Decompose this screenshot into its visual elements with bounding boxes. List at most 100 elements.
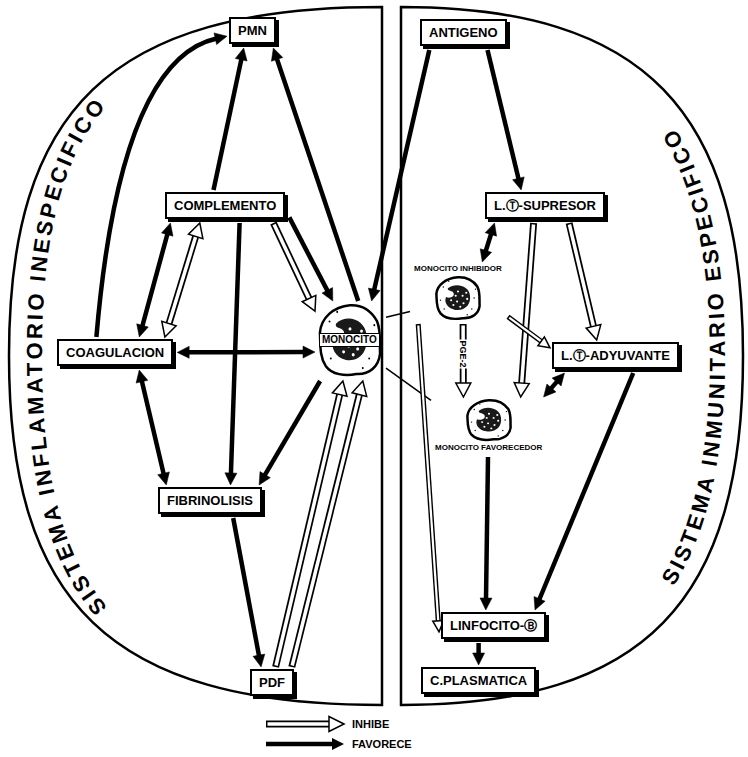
nucleus-speckle xyxy=(356,347,359,350)
nucleus-speckle xyxy=(342,350,345,353)
arrowhead xyxy=(480,249,491,262)
legend-text: FAVORECE xyxy=(352,738,412,751)
nucleus-speckle xyxy=(481,421,483,423)
connector xyxy=(473,643,485,665)
nucleus-speckle xyxy=(452,304,454,306)
arrowhead xyxy=(189,223,203,239)
cytoplasm-dot xyxy=(473,409,474,410)
cytoplasm-dot xyxy=(440,300,441,301)
process-box: PMN xyxy=(229,17,276,44)
connector xyxy=(508,317,550,348)
arrowhead xyxy=(485,223,496,236)
inhibit-sample xyxy=(266,717,344,732)
connector-line xyxy=(96,39,216,338)
arrowhead xyxy=(538,337,550,348)
cytoplasm-dot xyxy=(474,430,475,431)
nucleus-speckle xyxy=(485,417,487,419)
nucleus-speckle xyxy=(497,420,499,422)
connector-line xyxy=(569,223,594,328)
connector-line xyxy=(276,393,340,667)
connector xyxy=(480,457,492,610)
cytoplasm-dot xyxy=(361,367,363,369)
sample-band-inner xyxy=(268,722,333,726)
sample-line xyxy=(266,742,333,747)
connector xyxy=(569,223,601,340)
arrowhead xyxy=(214,33,227,45)
arrowhead xyxy=(137,324,149,337)
connector xyxy=(418,324,444,632)
cytoplasm-dot xyxy=(479,403,480,404)
cytoplasm-dot xyxy=(475,289,476,290)
nucleus-speckle xyxy=(459,306,461,308)
arrowhead xyxy=(162,223,174,236)
nucleus-speckle xyxy=(487,422,489,424)
system-region: SISTEMA INMUNITARIO ESPECIFICOANTIGENOL.… xyxy=(400,6,745,706)
connector xyxy=(292,381,367,667)
box-label: ANTIGENO xyxy=(429,25,498,40)
process-box: COAGULACION xyxy=(57,339,173,366)
connector-line xyxy=(233,518,259,656)
process-box: PDF xyxy=(250,669,294,696)
connector-line-inner xyxy=(292,395,359,666)
nucleus-speckle xyxy=(457,290,459,292)
connector xyxy=(289,217,333,301)
edge-label: PGE-2 xyxy=(457,340,469,369)
legend-samples xyxy=(262,714,348,754)
cell-nucleus xyxy=(445,285,470,310)
cell-label: MONOCITO xyxy=(319,333,380,347)
cytoplasm-dot xyxy=(502,430,503,431)
connector xyxy=(276,381,347,667)
nucleus-speckle xyxy=(450,299,452,301)
nucleus-speckle xyxy=(462,295,464,297)
arrowhead xyxy=(235,48,247,61)
nucleus-speckle xyxy=(492,417,494,419)
connector-line xyxy=(169,235,197,325)
monocyte-cell: MONOCITO INHIBIDOR xyxy=(412,264,504,320)
cytoplasm-dot xyxy=(328,320,330,322)
connector xyxy=(136,370,169,485)
cytoplasm-dot xyxy=(467,314,468,315)
nucleus-speckle xyxy=(496,414,498,416)
arrowhead xyxy=(514,383,529,398)
cell-drawing xyxy=(466,399,512,441)
connector-line xyxy=(486,233,492,251)
process-box: FIBRINOLISIS xyxy=(158,487,262,514)
nucleus-speckle xyxy=(483,426,485,428)
arrowhead xyxy=(456,383,471,397)
connector xyxy=(259,381,320,485)
nucleus-speckle xyxy=(490,427,492,429)
cell-membrane xyxy=(319,305,379,375)
arrowhead xyxy=(534,597,545,610)
connector-line xyxy=(277,58,359,301)
process-box: ANTIGENO xyxy=(420,19,507,46)
nucleus-speckle xyxy=(487,413,489,415)
connector-line xyxy=(142,381,164,475)
cytoplasm-dot xyxy=(329,357,331,359)
cell-drawing xyxy=(435,276,481,320)
process-box: LINFOCITO-Ⓑ xyxy=(441,612,546,639)
cell-membrane xyxy=(436,277,479,318)
connector xyxy=(271,48,358,301)
nucleus-speckle xyxy=(493,424,495,426)
arrowhead xyxy=(552,373,564,386)
box-label: PMN xyxy=(238,23,267,38)
cell-label: MONOCITO FAVORECEDOR xyxy=(433,443,544,453)
box-label: LINFOCITO-Ⓑ xyxy=(450,618,537,633)
monocyte-cell: MONOCITO FAVORECEDOR xyxy=(433,399,544,453)
connector-line xyxy=(386,311,410,317)
connector-line xyxy=(486,457,488,599)
cytoplasm-dot xyxy=(448,281,449,282)
arrowhead xyxy=(271,48,282,61)
legend-text: INHIBE xyxy=(352,718,389,731)
arrowhead xyxy=(332,381,347,396)
arrowhead xyxy=(322,288,333,301)
arrowhead xyxy=(473,653,485,665)
connector-line xyxy=(273,223,309,300)
connector xyxy=(273,223,315,311)
connector-line-inner xyxy=(569,225,593,327)
connector xyxy=(488,50,525,190)
connector xyxy=(233,518,265,667)
sample-head xyxy=(329,717,344,732)
connector-line xyxy=(289,217,328,291)
box-label: L.Ⓣ-SUPRESOR xyxy=(494,198,596,213)
